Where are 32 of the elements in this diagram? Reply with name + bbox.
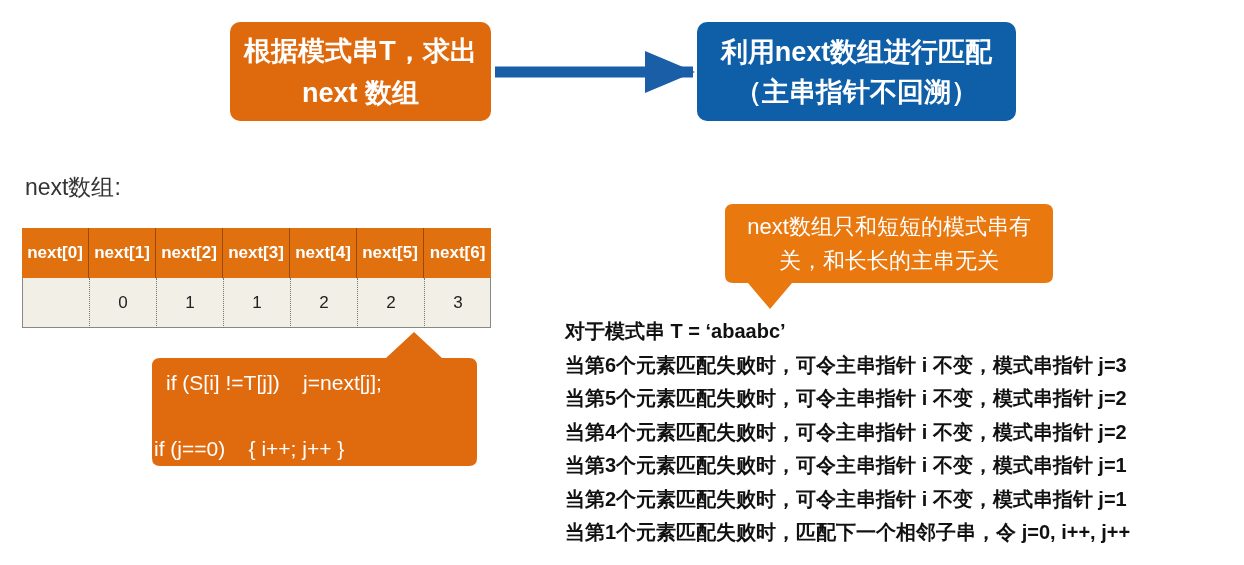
text-line: 当第2个元素匹配失败时，可令主串指针 i 不变，模式串指针 j=1 (565, 486, 1127, 512)
table-cell: 1 (156, 278, 223, 328)
callout-text: next数组只和短短的模式串有关，和长长的主串无关 (746, 213, 1032, 275)
callout-bubble (725, 204, 1053, 309)
code-text: if (S[i] !=T[j]) j=next[j]; (166, 370, 382, 396)
table-cell: 1 (223, 278, 290, 328)
callout-bubble (152, 332, 477, 466)
arrow (495, 51, 695, 93)
table-cell: 2 (290, 278, 357, 328)
text-line: 当第3个元素匹配失败时，可令主串指针 i 不变，模式串指针 j=1 (565, 453, 1127, 478)
header-cell: next[1] (89, 228, 156, 278)
box-text: （主串指针不回溯） (735, 75, 978, 109)
table-cell: 3 (424, 278, 491, 328)
table-cell: 0 (89, 278, 156, 328)
process-box (230, 22, 491, 121)
table-cell: 2 (357, 278, 424, 328)
box-text: 利用next数组进行匹配 (720, 35, 993, 69)
text-line: 当第6个元素匹配失败时，可令主串指针 i 不变，模式串指针 j=3 (565, 352, 1127, 378)
header-cell: next[0] (22, 228, 89, 278)
box-text: 根据模式串T，求出 next 数组 (242, 34, 478, 110)
header-cell: next[4] (290, 228, 357, 278)
process-box (697, 22, 1016, 121)
header-cell: next[2] (156, 228, 223, 278)
code-text: if (j==0) { i++; j++ } (154, 436, 345, 462)
text-line: 当第4个元素匹配失败时，可令主串指针 i 不变，模式串指针 j=2 (565, 419, 1127, 445)
text-line: 当第5个元素匹配失败时，可令主串指针 i 不变，模式串指针 j=2 (565, 386, 1127, 411)
header-cell: next[6] (424, 228, 491, 278)
header-cell: next[3] (223, 228, 290, 278)
header-cell: next[5] (357, 228, 424, 278)
text-line: 对于模式串 T = ‘abaabc’ (565, 319, 786, 344)
array-label: next数组: (25, 173, 121, 202)
text-line: 当第1个元素匹配失败时，匹配下一个相邻子串，令 j=0, i++, j++ (565, 520, 1131, 545)
